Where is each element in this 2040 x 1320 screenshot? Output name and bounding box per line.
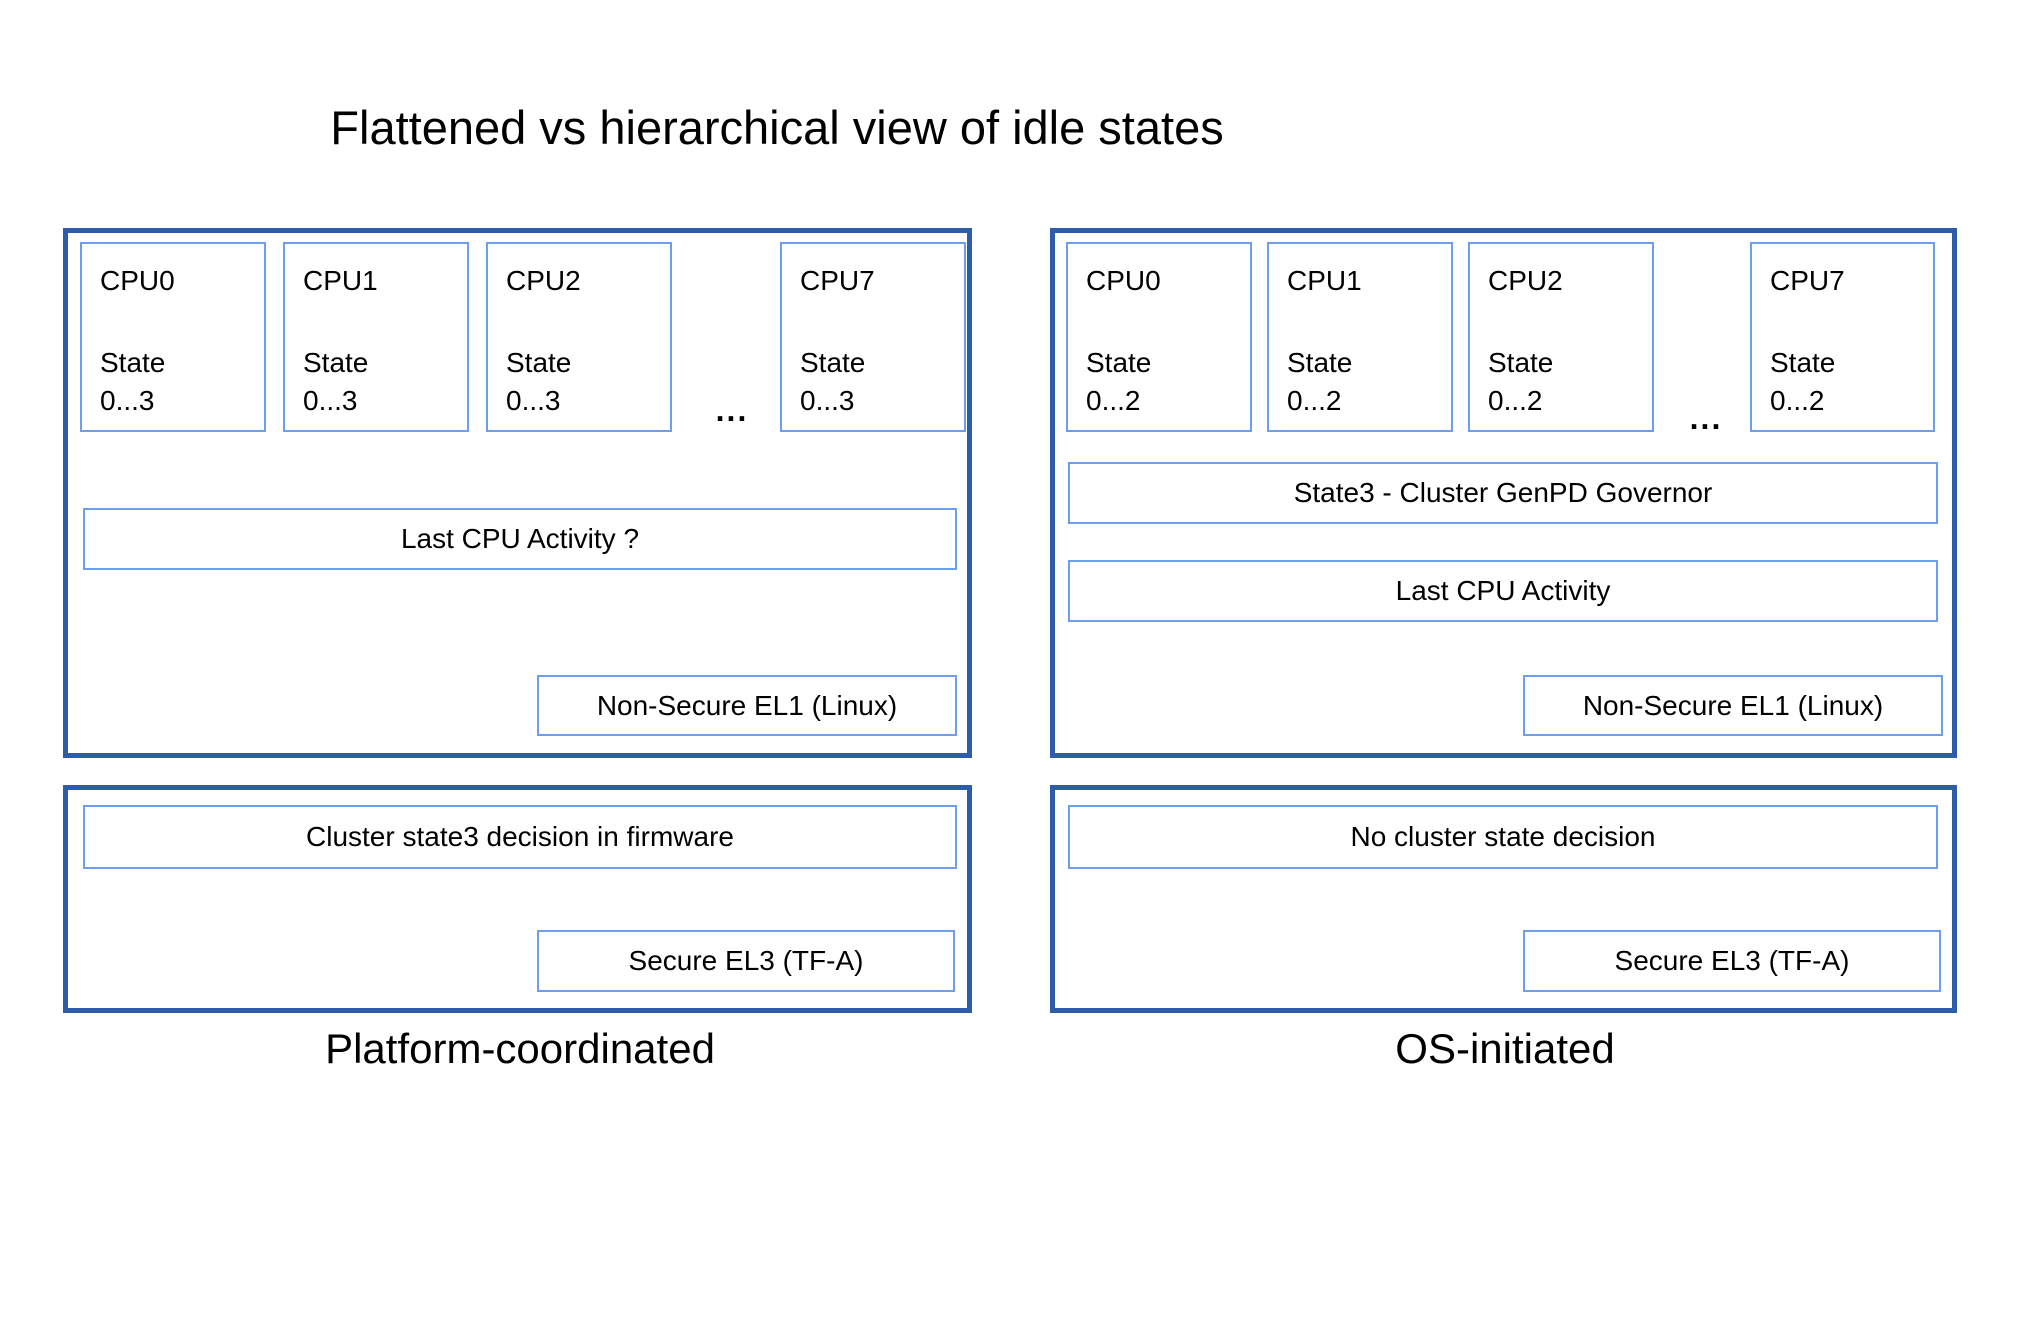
panel-caption-platform-coordinated: Platform-coordinated [325, 1025, 715, 1072]
cpu-label: CPU2 [1488, 265, 1563, 296]
cpu-state: State 0...3 [100, 347, 166, 417]
cpu-state: State 0...3 [506, 347, 572, 417]
cpu-label: CPU7 [1770, 265, 1845, 296]
last-cpu-activity-bar: Last CPU Activity [1068, 560, 1938, 622]
cpu-label: CPU1 [303, 265, 378, 296]
diagram-title: Flattened vs hierarchical view of idle s… [330, 101, 1224, 154]
cpu-box: CPU2 State 0...2 [1468, 242, 1654, 432]
cpu-box: CPU0 State 0...3 [80, 242, 266, 432]
cpu-label: CPU1 [1287, 265, 1362, 296]
cpu-box: CPU2 State 0...3 [486, 242, 672, 432]
secure-el3-bar: Secure EL3 (TF-A) [1523, 930, 1941, 992]
cpu-box: CPU1 State 0...3 [283, 242, 469, 432]
no-cluster-decision-bar: No cluster state decision [1068, 805, 1938, 869]
cpu-label: CPU7 [800, 265, 875, 296]
cluster-decision-bar: Cluster state3 decision in firmware [83, 805, 957, 869]
cpu-box: CPU1 State 0...2 [1267, 242, 1453, 432]
cpu-ellipsis: ... [715, 392, 749, 428]
cpu-box: CPU0 State 0...2 [1066, 242, 1252, 432]
last-cpu-activity-bar: Last CPU Activity ? [83, 508, 957, 570]
cpu-box: CPU7 State 0...2 [1750, 242, 1935, 432]
cpu-state: State 0...2 [1086, 347, 1152, 417]
cpu-ellipsis: ... [1689, 400, 1723, 436]
cluster-genpd-governor-bar: State3 - Cluster GenPD Governor [1068, 462, 1938, 524]
cpu-state: State 0...2 [1287, 347, 1353, 417]
cpu-state: State 0...3 [303, 347, 369, 417]
cpu-box: CPU7 State 0...3 [780, 242, 966, 432]
panel-caption-os-initiated: OS-initiated [1395, 1025, 1615, 1072]
cpu-state: State 0...2 [1488, 347, 1554, 417]
cpu-state: State 0...3 [800, 347, 866, 417]
cpu-state: State 0...2 [1770, 347, 1836, 417]
secure-el3-bar: Secure EL3 (TF-A) [537, 930, 955, 992]
cpu-label: CPU0 [100, 265, 175, 296]
cpu-label: CPU2 [506, 265, 581, 296]
cpu-label: CPU0 [1086, 265, 1161, 296]
non-secure-el1-bar: Non-Secure EL1 (Linux) [537, 675, 957, 736]
non-secure-el1-bar: Non-Secure EL1 (Linux) [1523, 675, 1943, 736]
